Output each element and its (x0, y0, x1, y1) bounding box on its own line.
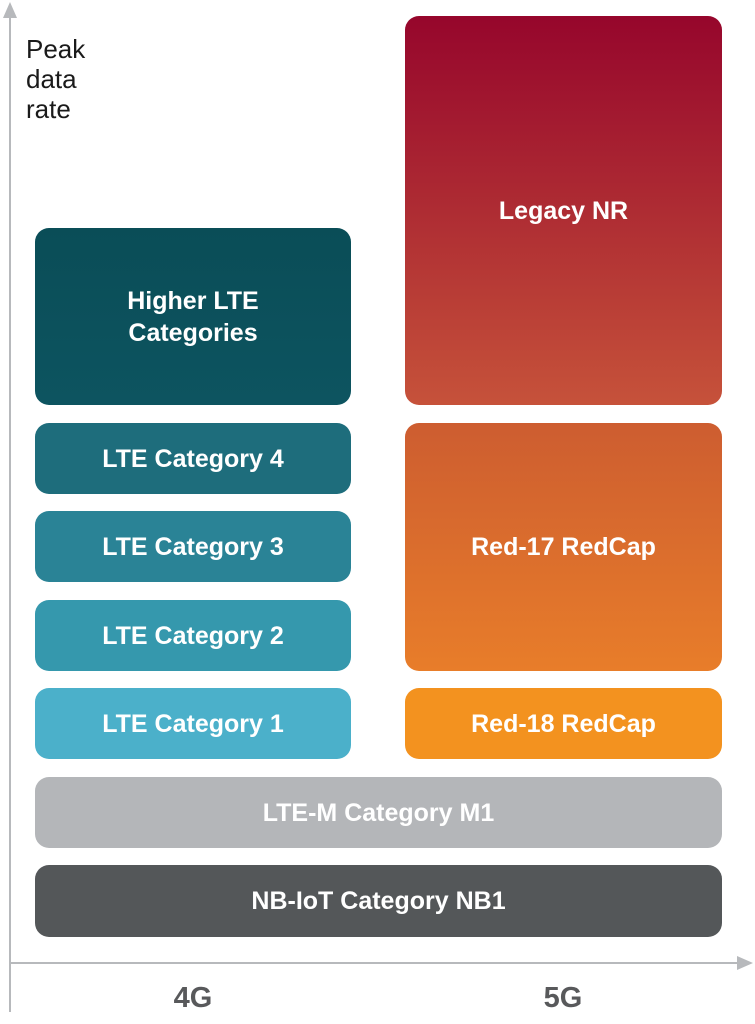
y-axis-label-line: rate (26, 94, 71, 124)
box-label: Red-18 RedCap (471, 709, 656, 738)
y-axis-label-line: Peak (26, 34, 86, 64)
box-label: Red-17 RedCap (471, 533, 656, 561)
y-axis-label: Peak data rate (26, 34, 85, 124)
box-label: LTE-M Category M1 (262, 798, 495, 827)
x-axis-arrowhead (737, 956, 753, 970)
box-lte-category-4: LTE Category 4 (35, 423, 351, 494)
box-lte-category-1: LTE Category 1 (35, 688, 351, 759)
box-label: NB-IoT Category NB1 (251, 887, 506, 915)
box-lte-category-2: LTE Category 2 (35, 600, 351, 671)
y-axis-arrowhead (3, 2, 17, 18)
box-red-17-redcap: Red-17 RedCap (405, 423, 722, 671)
box-nb-iot-category-nb1: NB-IoT Category NB1 (35, 865, 722, 937)
box-red-18-redcap: Red-18 RedCap (405, 688, 722, 759)
x-axis-label-4g: 4G (173, 982, 213, 1014)
box-label: LTE Category 3 (102, 532, 284, 561)
box-label: Legacy NR (498, 196, 629, 225)
box-legacy-nr: Legacy NR (405, 16, 722, 405)
box-lte-m-category-m1: LTE-M Category M1 (35, 777, 722, 848)
x-axis-label-5g: 5G (543, 982, 583, 1014)
y-axis-label-line: data (26, 64, 77, 94)
box-label: LTE Category 1 (102, 709, 284, 738)
box-label: LTE Category 2 (102, 621, 284, 650)
box-label: LTE Category 4 (102, 444, 284, 473)
box-higher-lte-categories: Higher LTE Categories (35, 228, 351, 405)
box-label: Higher LTE Categories (127, 286, 259, 347)
box-lte-category-3: LTE Category 3 (35, 511, 351, 582)
